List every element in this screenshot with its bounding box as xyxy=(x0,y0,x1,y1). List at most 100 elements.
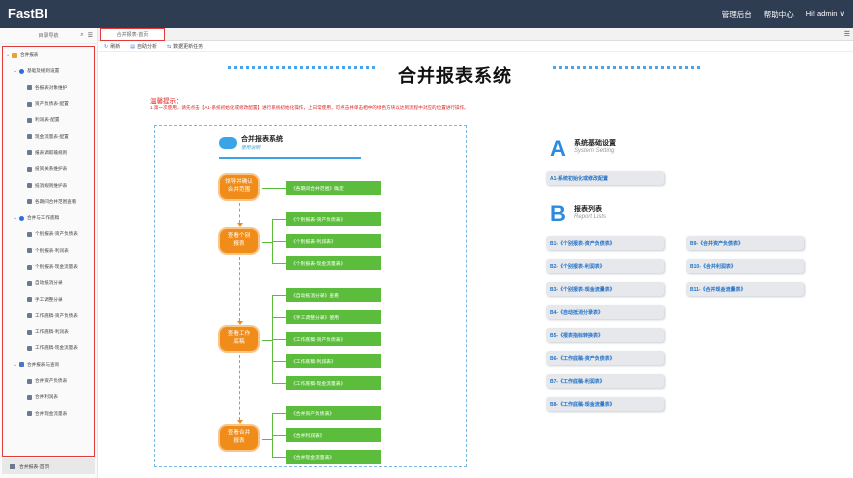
report-icon xyxy=(27,150,32,156)
chevron-down-icon[interactable]: ⌄ xyxy=(13,215,18,222)
sidebar-item[interactable]: 资产负债表-配置 xyxy=(3,96,94,112)
sidebar-item[interactable]: 合并利润表 xyxy=(3,389,94,405)
report-icon xyxy=(27,394,32,400)
flow-branch-line xyxy=(262,188,272,189)
sidebar-item[interactable]: 合并现金流量表 xyxy=(3,406,94,422)
search-icon[interactable]: ⌕ xyxy=(80,32,84,38)
sidebar-item[interactable]: 工作底稿-利润表 xyxy=(3,324,94,340)
report-link-b1[interactable]: B1-《个别报表-资产负债表》 xyxy=(546,236,664,250)
report-icon xyxy=(27,313,32,319)
sidebar-item[interactable]: 工作底稿-现金流量表 xyxy=(3,340,94,356)
report-link-b7[interactable]: B7-《工作底稿-利润表》 xyxy=(546,374,664,388)
report-link-b5[interactable]: B5-《报表指标转换表》 xyxy=(546,328,664,342)
report-link-b4[interactable]: B4-《自动抵消分录表》 xyxy=(546,305,664,319)
sidebar-item[interactable]: ⌄合并与工作底稿 xyxy=(3,210,94,226)
data-update-label: 数据更新任务 xyxy=(173,43,204,50)
flow-step-button[interactable]: 《各期间合并范围》确定 xyxy=(286,181,381,195)
flow-stage[interactable]: 查看合并 报表 xyxy=(218,424,260,452)
sidebar-item[interactable]: 现金流量表-配置 xyxy=(3,128,94,144)
sidebar-item[interactable]: 各期间合并范围查看 xyxy=(3,194,94,210)
flow-step-button[interactable]: 《自动抵消分录》查看 xyxy=(286,288,381,302)
flow-stage[interactable]: 查看个别 报表 xyxy=(218,227,260,255)
flow-step-button[interactable]: 《手工调整分录》使用 xyxy=(286,310,381,324)
report-link-b8[interactable]: B8-《工作底稿-现金流量表》 xyxy=(546,397,664,411)
flow-stage[interactable]: 查看工作 底稿 xyxy=(218,325,260,353)
sidebar-item-label: 个别报表-资产负债表 xyxy=(35,231,78,237)
flow-branch-line xyxy=(272,188,286,189)
report-icon xyxy=(27,411,32,417)
report-icon xyxy=(27,231,32,237)
report-link-b3[interactable]: B3-《个别报表-现金流量表》 xyxy=(546,282,664,296)
chevron-down-icon[interactable]: ⌄ xyxy=(13,68,18,75)
sidebar-item[interactable]: 报表调取输规则 xyxy=(3,145,94,161)
sidebar-item-label: 投资关系维护表 xyxy=(35,166,68,172)
flow-step-button[interactable]: 《个别报表-现金流量表》 xyxy=(286,256,381,270)
flow-step-button[interactable]: 《工作底稿-利润表》 xyxy=(286,354,381,368)
flow-stage[interactable]: 领导并确认 合并范围 xyxy=(218,173,260,201)
flow-connector xyxy=(239,355,240,420)
report-icon xyxy=(27,280,32,286)
report-icon xyxy=(27,101,32,107)
report-link-b10[interactable]: B10-《合并利润表》 xyxy=(686,259,804,273)
data-update-button[interactable]: ⇆数据更新任务 xyxy=(167,43,203,50)
nav-admin-link[interactable]: 管理后台 xyxy=(721,10,752,19)
user-menu[interactable]: Hi! admin ∨ xyxy=(805,9,845,18)
sidebar-item[interactable]: 个别报表-利润表 xyxy=(3,243,94,259)
sidebar-item[interactable]: 个别报表-资产负债表 xyxy=(3,226,94,242)
report-icon xyxy=(27,378,32,384)
sidebar-item-label: 自动抵消分录 xyxy=(35,280,63,286)
flow-step-button[interactable]: 《个别报表-资产负债表》 xyxy=(286,212,381,226)
sidebar-item[interactable]: 利润表-配置 xyxy=(3,112,94,128)
nav-help-link[interactable]: 帮助中心 xyxy=(763,10,794,19)
sidebar-item[interactable]: 投资关系维护表 xyxy=(3,161,94,177)
flow-branch-line xyxy=(272,219,286,220)
sidebar-item-label: 各报表对象维护 xyxy=(35,84,68,90)
sidebar-item[interactable]: ⌄基础及规则设置 xyxy=(3,63,94,79)
sidebar-item[interactable]: ⌄合并报表 xyxy=(3,47,94,63)
report-link-b11[interactable]: B11-《合并现金流量表》 xyxy=(686,282,804,296)
refresh-label: 刷新 xyxy=(110,43,121,50)
chevron-down-icon[interactable]: ⌄ xyxy=(6,52,11,59)
report-icon xyxy=(27,248,32,254)
sidebar-item-label: 合并现金流量表 xyxy=(35,410,68,416)
menu-toggle-icon[interactable]: ☰ xyxy=(87,33,93,39)
tab-bar: 合并报表-首页 ☰ xyxy=(98,28,853,41)
auto-analysis-label: 自助分析 xyxy=(136,43,157,50)
report-icon xyxy=(27,166,32,172)
flow-step-button[interactable]: 《工作底稿-资产负债表》 xyxy=(286,332,381,346)
sidebar-heading: 目录导航 xyxy=(38,33,59,39)
tab-home[interactable]: 合并报表-首页 xyxy=(100,28,165,41)
sidebar-item-label: 合并报表与查询 xyxy=(27,361,60,367)
report-icon xyxy=(27,134,32,140)
sidebar-item[interactable]: 自动抵消分录 xyxy=(3,275,94,291)
chevron-down-icon[interactable]: ⌄ xyxy=(13,361,18,368)
sidebar-item-label: 工作底稿-资产负债表 xyxy=(35,312,78,318)
flow-step-button[interactable]: 《工作底稿-现金流量表》 xyxy=(286,376,381,390)
flow-step-button[interactable]: 《个别报表-利润表》 xyxy=(286,234,381,248)
sidebar-item[interactable]: 手工调整分录 xyxy=(3,291,94,307)
report-link-b9[interactable]: B9-《合并资产负债表》 xyxy=(686,236,804,250)
sidebar-item[interactable]: ⌄ 合并报表与查询 xyxy=(3,357,94,373)
tab-menu-icon[interactable]: ☰ xyxy=(843,31,850,38)
report-link-b6[interactable]: B6-《工作底稿-资产负债表》 xyxy=(546,351,664,365)
brand-logo[interactable]: FastBI xyxy=(8,6,48,21)
report-icon xyxy=(27,199,32,205)
report-icon xyxy=(10,463,15,469)
auto-analysis-button[interactable]: ▤自助分析 xyxy=(130,43,157,50)
sidebar-item[interactable]: 工作底稿-资产负债表 xyxy=(3,308,94,324)
task-icon: ⇆ xyxy=(166,43,172,50)
refresh-button[interactable]: ↻刷新 xyxy=(104,43,120,50)
sidebar-item[interactable]: 合并资产负债表 xyxy=(3,373,94,389)
arrow-down-icon xyxy=(236,321,243,325)
flow-branch-line xyxy=(272,241,286,242)
flow-step-button[interactable]: 《合并资产负债表》 xyxy=(286,406,381,420)
flow-branch-line xyxy=(272,339,286,340)
flow-step-button[interactable]: 《合并利润表》 xyxy=(286,428,381,442)
flow-step-button[interactable]: 《合并现金流量表》 xyxy=(286,450,381,464)
sidebar-item[interactable]: 个别报表-现金流量表 xyxy=(3,259,94,275)
report-link-b2[interactable]: B2-《个别报表-利润表》 xyxy=(546,259,664,273)
sidebar-item-home[interactable]: 合并报表-首页 xyxy=(2,458,95,474)
setting-button-a1[interactable]: A1-系统初始化或修改配置 xyxy=(546,171,664,185)
sidebar-item[interactable]: 抵消规则维护表 xyxy=(3,177,94,193)
sidebar-item[interactable]: 各报表对象维护 xyxy=(3,80,94,96)
